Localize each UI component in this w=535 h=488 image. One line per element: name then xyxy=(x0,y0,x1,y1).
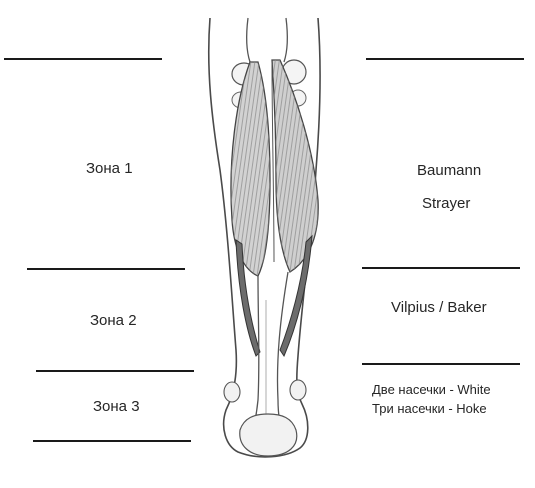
zone1-bottom-line-right xyxy=(362,267,520,269)
zone1-bottom-line-left xyxy=(27,268,185,270)
zone2-label: Зона 2 xyxy=(90,312,137,329)
technique-baumann: Baumann xyxy=(417,162,482,179)
technique-strayer: Strayer xyxy=(422,195,471,212)
zone2-bottom-line-left xyxy=(36,370,194,372)
zone1-top-line-right xyxy=(366,58,524,60)
zone1-top-line-left xyxy=(4,58,162,60)
zone3-bottom-line-left xyxy=(33,440,191,442)
technique-white: Две насечки - White xyxy=(372,382,491,397)
zone1-label: Зона 1 xyxy=(86,160,133,177)
technique-hoke: Три насечки - Hoke xyxy=(372,401,487,416)
technique-vilpius-baker: Vilpius / Baker xyxy=(391,299,487,316)
zone3-label: Зона 3 xyxy=(93,398,140,415)
zone2-bottom-line-right xyxy=(362,363,520,365)
